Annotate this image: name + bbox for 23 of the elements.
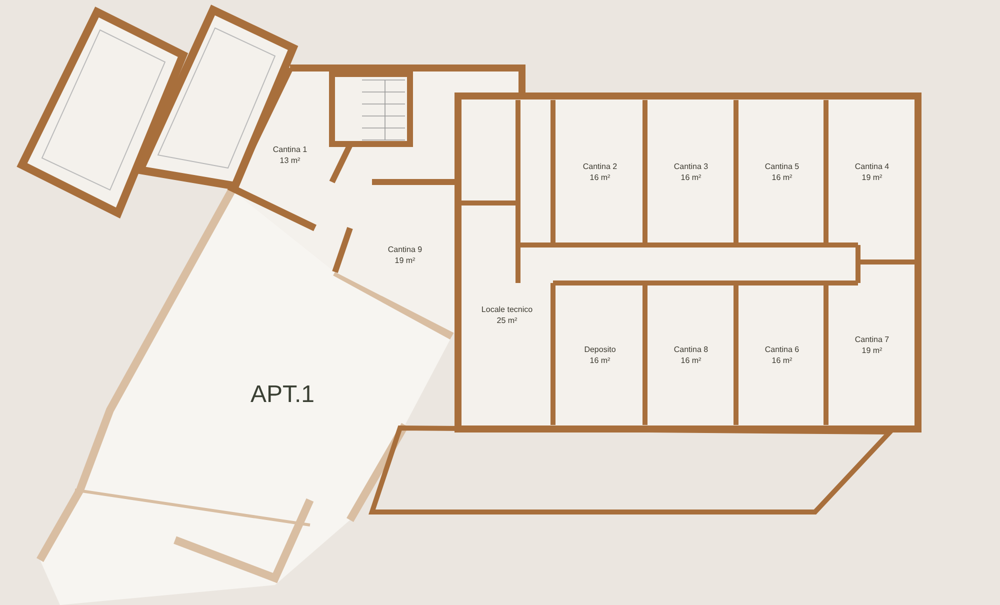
apartment-label: APT.1: [250, 381, 315, 409]
room-area: 16 m²: [772, 172, 792, 183]
room-name: Deposito: [584, 344, 616, 355]
room-name: Locale tecnico: [481, 304, 533, 315]
room-area: 16 m²: [590, 172, 610, 183]
room-name: Cantina 6: [764, 344, 800, 355]
room-name: Cantina 8: [674, 344, 708, 355]
room-area: 16 m²: [590, 355, 610, 366]
room-name: Cantina 2: [582, 161, 618, 172]
room-area: 19 m²: [394, 255, 416, 266]
room-area: 16 m²: [772, 355, 792, 366]
room-name: Cantina 4: [854, 161, 890, 172]
room-area: 19 m²: [862, 172, 882, 183]
room-name: Cantina 7: [854, 334, 890, 345]
room-area: 19 m²: [862, 345, 882, 356]
room-area: 16 m²: [680, 355, 702, 366]
room-name: Cantina 9: [388, 244, 422, 255]
room-name: Cantina 1: [272, 144, 308, 155]
room-area: 25 m²: [496, 315, 518, 326]
room-area: 16 m²: [680, 172, 702, 183]
room-area: 13 m²: [280, 155, 300, 166]
room-name: Cantina 5: [764, 161, 800, 172]
room-name: Cantina 3: [674, 161, 708, 172]
